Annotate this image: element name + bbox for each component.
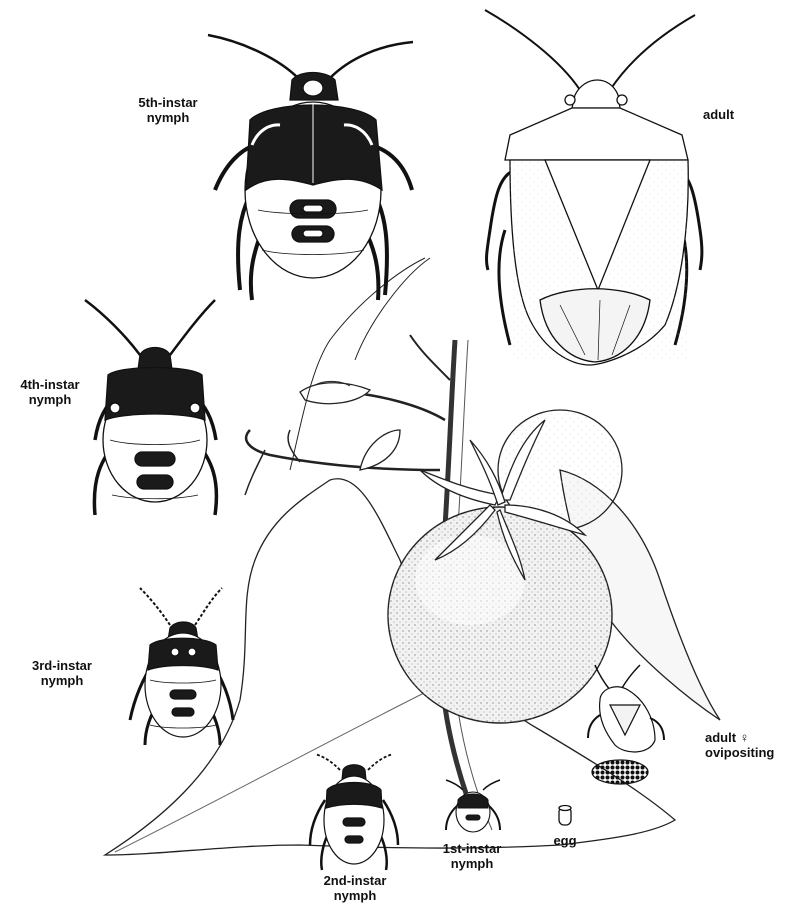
label-fifth-instar-line1: 5th-instar xyxy=(118,95,218,110)
fourth-instar-nymph-drawing xyxy=(85,300,216,515)
flower-bud-2 xyxy=(360,430,400,470)
third-instar-nymph-drawing xyxy=(130,588,233,745)
label-adult-ovipositing-line1: adult ♀ xyxy=(705,730,793,745)
label-fifth-instar-line2: nymph xyxy=(118,110,218,125)
branch-left xyxy=(246,430,440,470)
label-first-instar-line2: nymph xyxy=(422,856,522,871)
label-third-instar-line1: 3rd-instar xyxy=(14,658,110,673)
label-second-instar-line1: 2nd-instar xyxy=(305,873,405,888)
label-fourth-instar-line2: nymph xyxy=(2,392,98,407)
tomato-front xyxy=(388,507,612,723)
adult-drawing xyxy=(485,10,702,365)
label-third-instar: 3rd-instar nymph xyxy=(14,658,110,688)
egg-mass xyxy=(592,760,648,784)
adult-ovipositing-drawing xyxy=(588,665,664,784)
label-adult-ovipositing: adult ♀ ovipositing xyxy=(705,730,793,760)
label-second-instar: 2nd-instar nymph xyxy=(305,873,405,903)
label-egg: egg xyxy=(540,833,590,848)
label-adult: adult xyxy=(703,107,763,122)
label-fourth-instar-line1: 4th-instar xyxy=(2,377,98,392)
label-adult-ovipositing-line2: ovipositing xyxy=(705,745,793,760)
label-second-instar-line2: nymph xyxy=(305,888,405,903)
egg-drawing xyxy=(559,806,571,826)
label-fifth-instar: 5th-instar nymph xyxy=(118,95,218,125)
label-egg-text: egg xyxy=(540,833,590,848)
fifth-instar-nymph-drawing xyxy=(208,35,413,300)
label-first-instar-line1: 1st-instar xyxy=(422,841,522,856)
label-adult-text: adult xyxy=(703,107,763,122)
label-fourth-instar: 4th-instar nymph xyxy=(2,377,98,407)
label-third-instar-line2: nymph xyxy=(14,673,110,688)
label-first-instar: 1st-instar nymph xyxy=(422,841,522,871)
